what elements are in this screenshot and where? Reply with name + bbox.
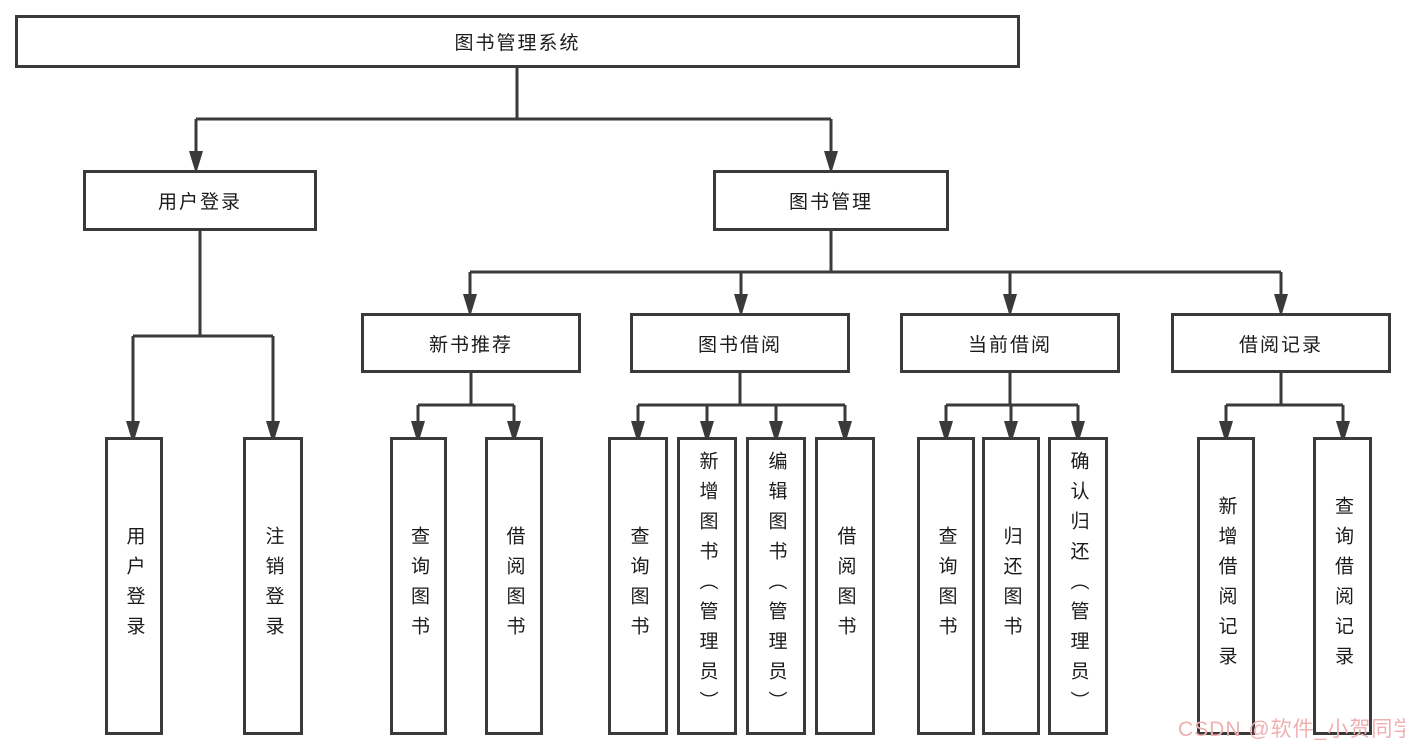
node-book-borrow: 图书借阅 [630,313,850,373]
leaf-borrow-book: 借阅图书 [815,437,875,735]
node-new-book-recommend-label: 新书推荐 [428,334,513,356]
leaf-confirm-return-admin-label: 确认归还（管理员） [1067,451,1089,721]
connector-bookmgmt-to-level3 [463,231,1288,317]
connector-newbook-to-leaves [411,373,521,444]
leaf-add-borrow-record: 新增借阅记录 [1197,437,1255,735]
leaf-confirm-return-admin: 确认归还（管理员） [1048,437,1108,735]
leaf-query-borrow-record-label: 查询借阅记录 [1332,496,1353,676]
leaf-edit-book-admin: 编辑图书（管理员） [746,437,806,735]
leaf-return-book: 归还图书 [982,437,1040,735]
leaf-newbook-borrow-book-label: 借阅图书 [503,526,525,646]
leaf-newbook-borrow-book: 借阅图书 [485,437,543,735]
leaf-newbook-query-book: 查询图书 [390,437,447,735]
leaf-current-query-book: 查询图书 [917,437,975,735]
leaf-user-login-label: 用户登录 [123,526,145,646]
leaf-add-borrow-record-label: 新增借阅记录 [1215,496,1237,676]
node-book-management: 图书管理 [713,170,949,231]
csdn-watermark: CSDN @软件_小贺同学 [1178,718,1405,741]
leaf-edit-book-admin-label: 编辑图书（管理员） [765,451,787,721]
leaf-return-book-label: 归还图书 [1000,526,1022,646]
node-user-login: 用户登录 [83,170,317,231]
leaf-newbook-query-book-label: 查询图书 [408,526,429,646]
leaf-user-login: 用户登录 [105,437,163,735]
leaf-borrow-book-label: 借阅图书 [834,526,856,646]
leaf-current-query-book-label: 查询图书 [935,526,957,646]
node-user-login-label: 用户登录 [157,192,242,213]
connector-current-to-leaves [939,373,1085,444]
node-book-management-label: 图书管理 [788,192,873,213]
leaf-borrow-query-book: 查询图书 [608,437,668,735]
node-new-book-recommend: 新书推荐 [361,313,581,373]
leaf-add-book-admin: 新增图书（管理员） [677,437,737,735]
connector-record-to-leaves [1219,373,1350,444]
leaf-borrow-query-book-label: 查询图书 [627,526,649,646]
connector-root-to-level2 [189,68,838,174]
node-current-borrow: 当前借阅 [900,313,1120,373]
leaf-logout-label: 注销登录 [262,526,284,646]
connector-userlogin-to-leaves [126,231,280,444]
node-root-system: 图书管理系统 [15,15,1020,68]
node-book-borrow-label: 图书借阅 [697,334,782,356]
node-borrow-record: 借阅记录 [1171,313,1391,373]
leaf-logout: 注销登录 [243,437,303,735]
leaf-add-book-admin-label: 新增图书（管理员） [696,451,718,721]
node-root-system-label: 图书管理系统 [454,33,581,54]
node-borrow-record-label: 借阅记录 [1238,334,1323,356]
node-current-borrow-label: 当前借阅 [967,334,1052,356]
connector-borrow-to-leaves [631,373,852,444]
leaf-query-borrow-record: 查询借阅记录 [1313,437,1372,735]
